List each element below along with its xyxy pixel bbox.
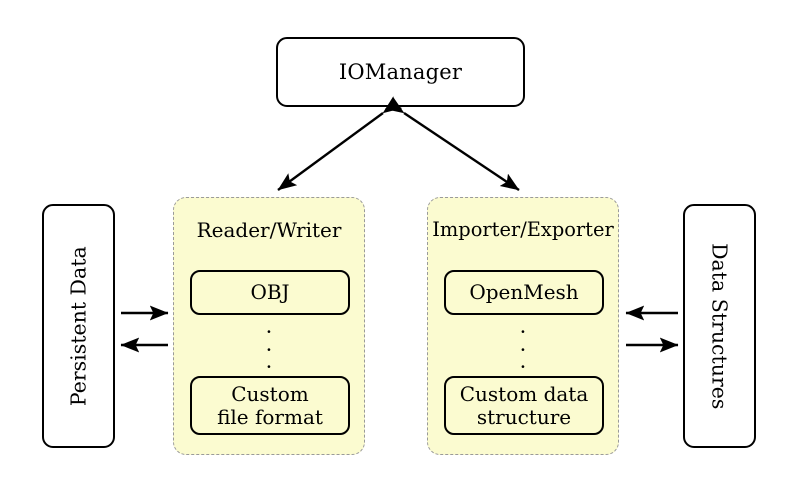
node-data-structures-label: Data Structures bbox=[707, 242, 732, 410]
item-openmesh[interactable]: OpenMesh bbox=[444, 270, 604, 315]
ellipsis-reader-writer: · · · bbox=[265, 320, 273, 380]
item-custom-file-format-label: Custom file format bbox=[217, 383, 323, 428]
item-obj-label: OBJ bbox=[250, 280, 290, 305]
connector-iomanager-reader-writer bbox=[277, 96, 403, 191]
connector-iomanager-importer-exporter bbox=[384, 96, 520, 191]
panel-reader-writer[interactable]: Reader/Writer OBJ · · · Custom file form… bbox=[173, 197, 365, 455]
item-custom-file-format-line2: file format bbox=[217, 404, 323, 429]
node-persistent-data[interactable]: Persistent Data bbox=[42, 204, 115, 448]
item-openmesh-label: OpenMesh bbox=[469, 280, 579, 305]
item-custom-data-structure-line1: Custom data bbox=[459, 382, 589, 407]
item-obj[interactable]: OBJ bbox=[190, 270, 350, 315]
ellipsis-importer-exporter: · · · bbox=[519, 320, 527, 380]
node-persistent-data-label: Persistent Data bbox=[66, 246, 91, 406]
node-iomanager-label: IOManager bbox=[338, 60, 463, 84]
item-custom-file-format-line1: Custom bbox=[231, 382, 309, 407]
item-custom-file-format[interactable]: Custom file format bbox=[190, 376, 350, 435]
item-custom-data-structure[interactable]: Custom data structure bbox=[444, 376, 604, 435]
panel-importer-exporter-title: Importer/Exporter bbox=[432, 218, 614, 241]
item-custom-data-structure-line2: structure bbox=[476, 404, 572, 429]
node-iomanager[interactable]: IOManager bbox=[276, 37, 525, 107]
panel-importer-exporter[interactable]: Importer/Exporter OpenMesh · · · Custom … bbox=[427, 197, 619, 455]
panel-reader-writer-title: Reader/Writer bbox=[196, 218, 342, 242]
item-custom-data-structure-label: Custom data structure bbox=[460, 383, 589, 428]
node-data-structures[interactable]: Data Structures bbox=[683, 204, 756, 448]
